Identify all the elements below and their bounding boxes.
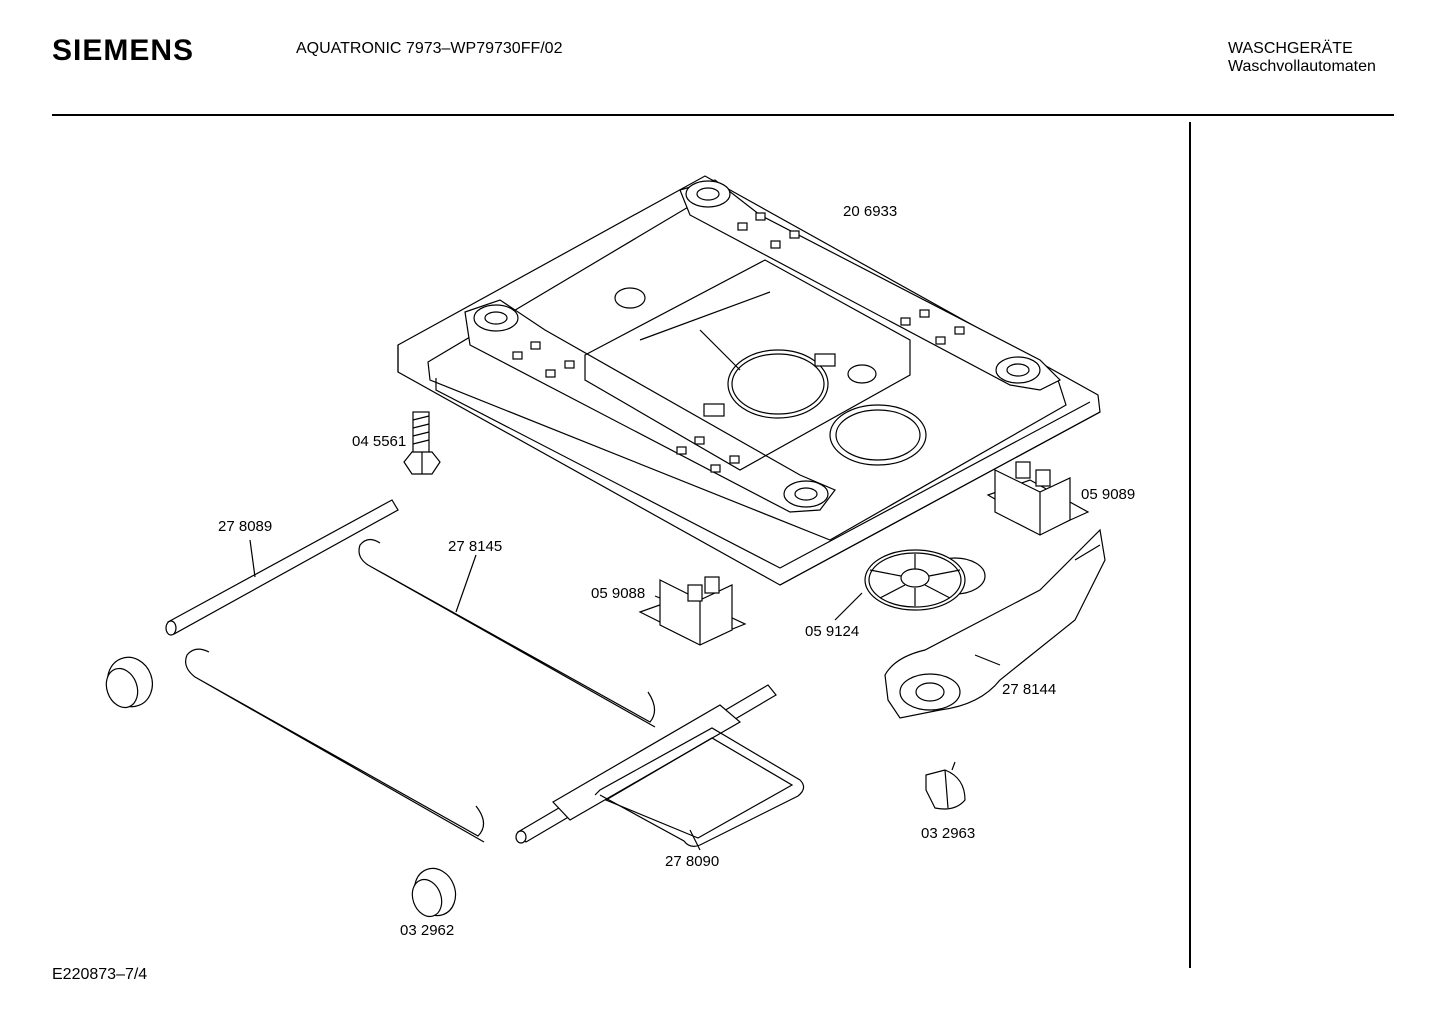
category-subtitle: Waschvollautomaten [1228, 58, 1376, 75]
model-title: AQUATRONIC 7973–WP79730FF/02 [296, 40, 563, 57]
brand-logo: SIEMENS [52, 34, 195, 67]
part-label-cap: 03 2963 [921, 825, 975, 842]
side-divider [1189, 122, 1191, 968]
part-label-clip-left: 05 9088 [591, 585, 645, 602]
clip-left-drawing [638, 576, 747, 646]
part-label-bolt: 04 5561 [352, 433, 406, 450]
roller-drawing [105, 656, 457, 918]
frame-bracket-drawing [515, 684, 805, 851]
document-id: E220873–7/4 [52, 966, 148, 983]
bolt-drawing [403, 411, 441, 475]
part-label-wheel: 05 9124 [805, 623, 859, 640]
foot-arm-drawing [884, 528, 1106, 719]
base-plate-drawing [397, 175, 1101, 586]
spring-wire-drawing [185, 538, 656, 843]
part-label-clip-right: 05 9089 [1081, 486, 1135, 503]
rod-short-drawing [165, 499, 399, 636]
part-label-foot-arm: 27 8144 [1002, 681, 1056, 698]
part-label-frame-bracket: 27 8090 [665, 853, 719, 870]
part-label-roller: 03 2962 [400, 922, 454, 939]
part-label-rod-short: 27 8089 [218, 518, 272, 535]
category-title: WASCHGERÄTE [1228, 40, 1353, 57]
part-label-spring-wire: 27 8145 [448, 538, 502, 555]
header-divider [52, 114, 1394, 116]
cap-drawing [925, 761, 966, 810]
wheel-drawing [834, 549, 986, 621]
part-label-base-plate: 20 6933 [843, 203, 897, 220]
clip-right-drawing [986, 461, 1090, 536]
